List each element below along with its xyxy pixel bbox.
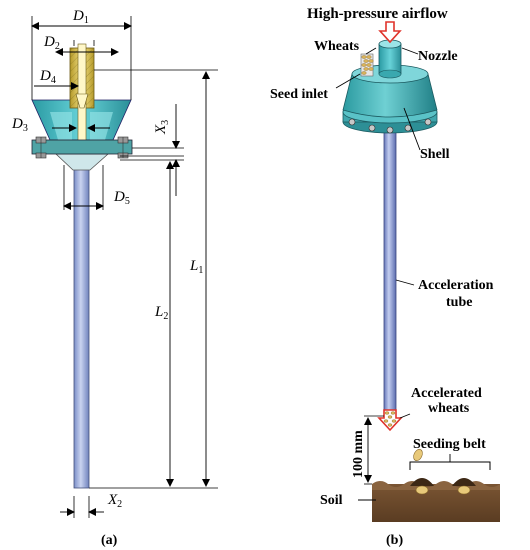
label-airflow: High-pressure airflow	[307, 6, 448, 22]
airflow-arrow	[378, 21, 402, 44]
label-seed-inlet: Seed inlet	[270, 87, 328, 102]
caption-a: (a)	[101, 533, 118, 548]
caption-b: (b)	[386, 533, 403, 548]
label-nozzle: Nozzle	[418, 49, 458, 64]
label-d3: D3	[11, 116, 28, 134]
label-shell: Shell	[420, 147, 450, 162]
label-acceleration-1: Acceleration	[418, 278, 494, 293]
label-acceleration-2: tube	[446, 295, 472, 310]
label-d4: D4	[39, 68, 56, 86]
label-wheats: Wheats	[314, 39, 360, 54]
label-x3: X3	[153, 120, 171, 135]
label-accelerated-2: wheats	[428, 401, 470, 416]
nozzle-b	[378, 43, 402, 75]
soil-block	[372, 484, 500, 522]
label-accelerated-1: Accelerated	[411, 386, 482, 401]
flange-a	[31, 139, 133, 155]
panel-a: D1 D2 D4 D3 D5 X2 X3 L1 L2 (a)	[11, 8, 218, 548]
tube-a	[73, 159, 90, 489]
seed-soil-1	[415, 485, 429, 495]
shell-cone	[342, 73, 438, 118]
exit-arrow	[377, 409, 403, 432]
label-l2: L2	[154, 304, 168, 322]
label-100mm: 100 mm	[351, 430, 366, 478]
label-d2: D2	[43, 34, 60, 52]
label-l1: L1	[189, 258, 203, 276]
label-seeding-belt: Seeding belt	[413, 437, 486, 452]
label-d1: D1	[72, 8, 89, 26]
label-x2: X2	[107, 492, 122, 510]
falling-seed	[413, 449, 423, 461]
seed-soil-2	[457, 485, 471, 495]
panel-b: 100 mm High-pressure airflow Wheats Nozz…	[270, 6, 500, 548]
label-d5: D5	[113, 189, 130, 207]
acceleration-tube	[383, 119, 397, 417]
seeding-belt-bracket	[409, 461, 491, 470]
label-soil: Soil	[320, 493, 343, 508]
